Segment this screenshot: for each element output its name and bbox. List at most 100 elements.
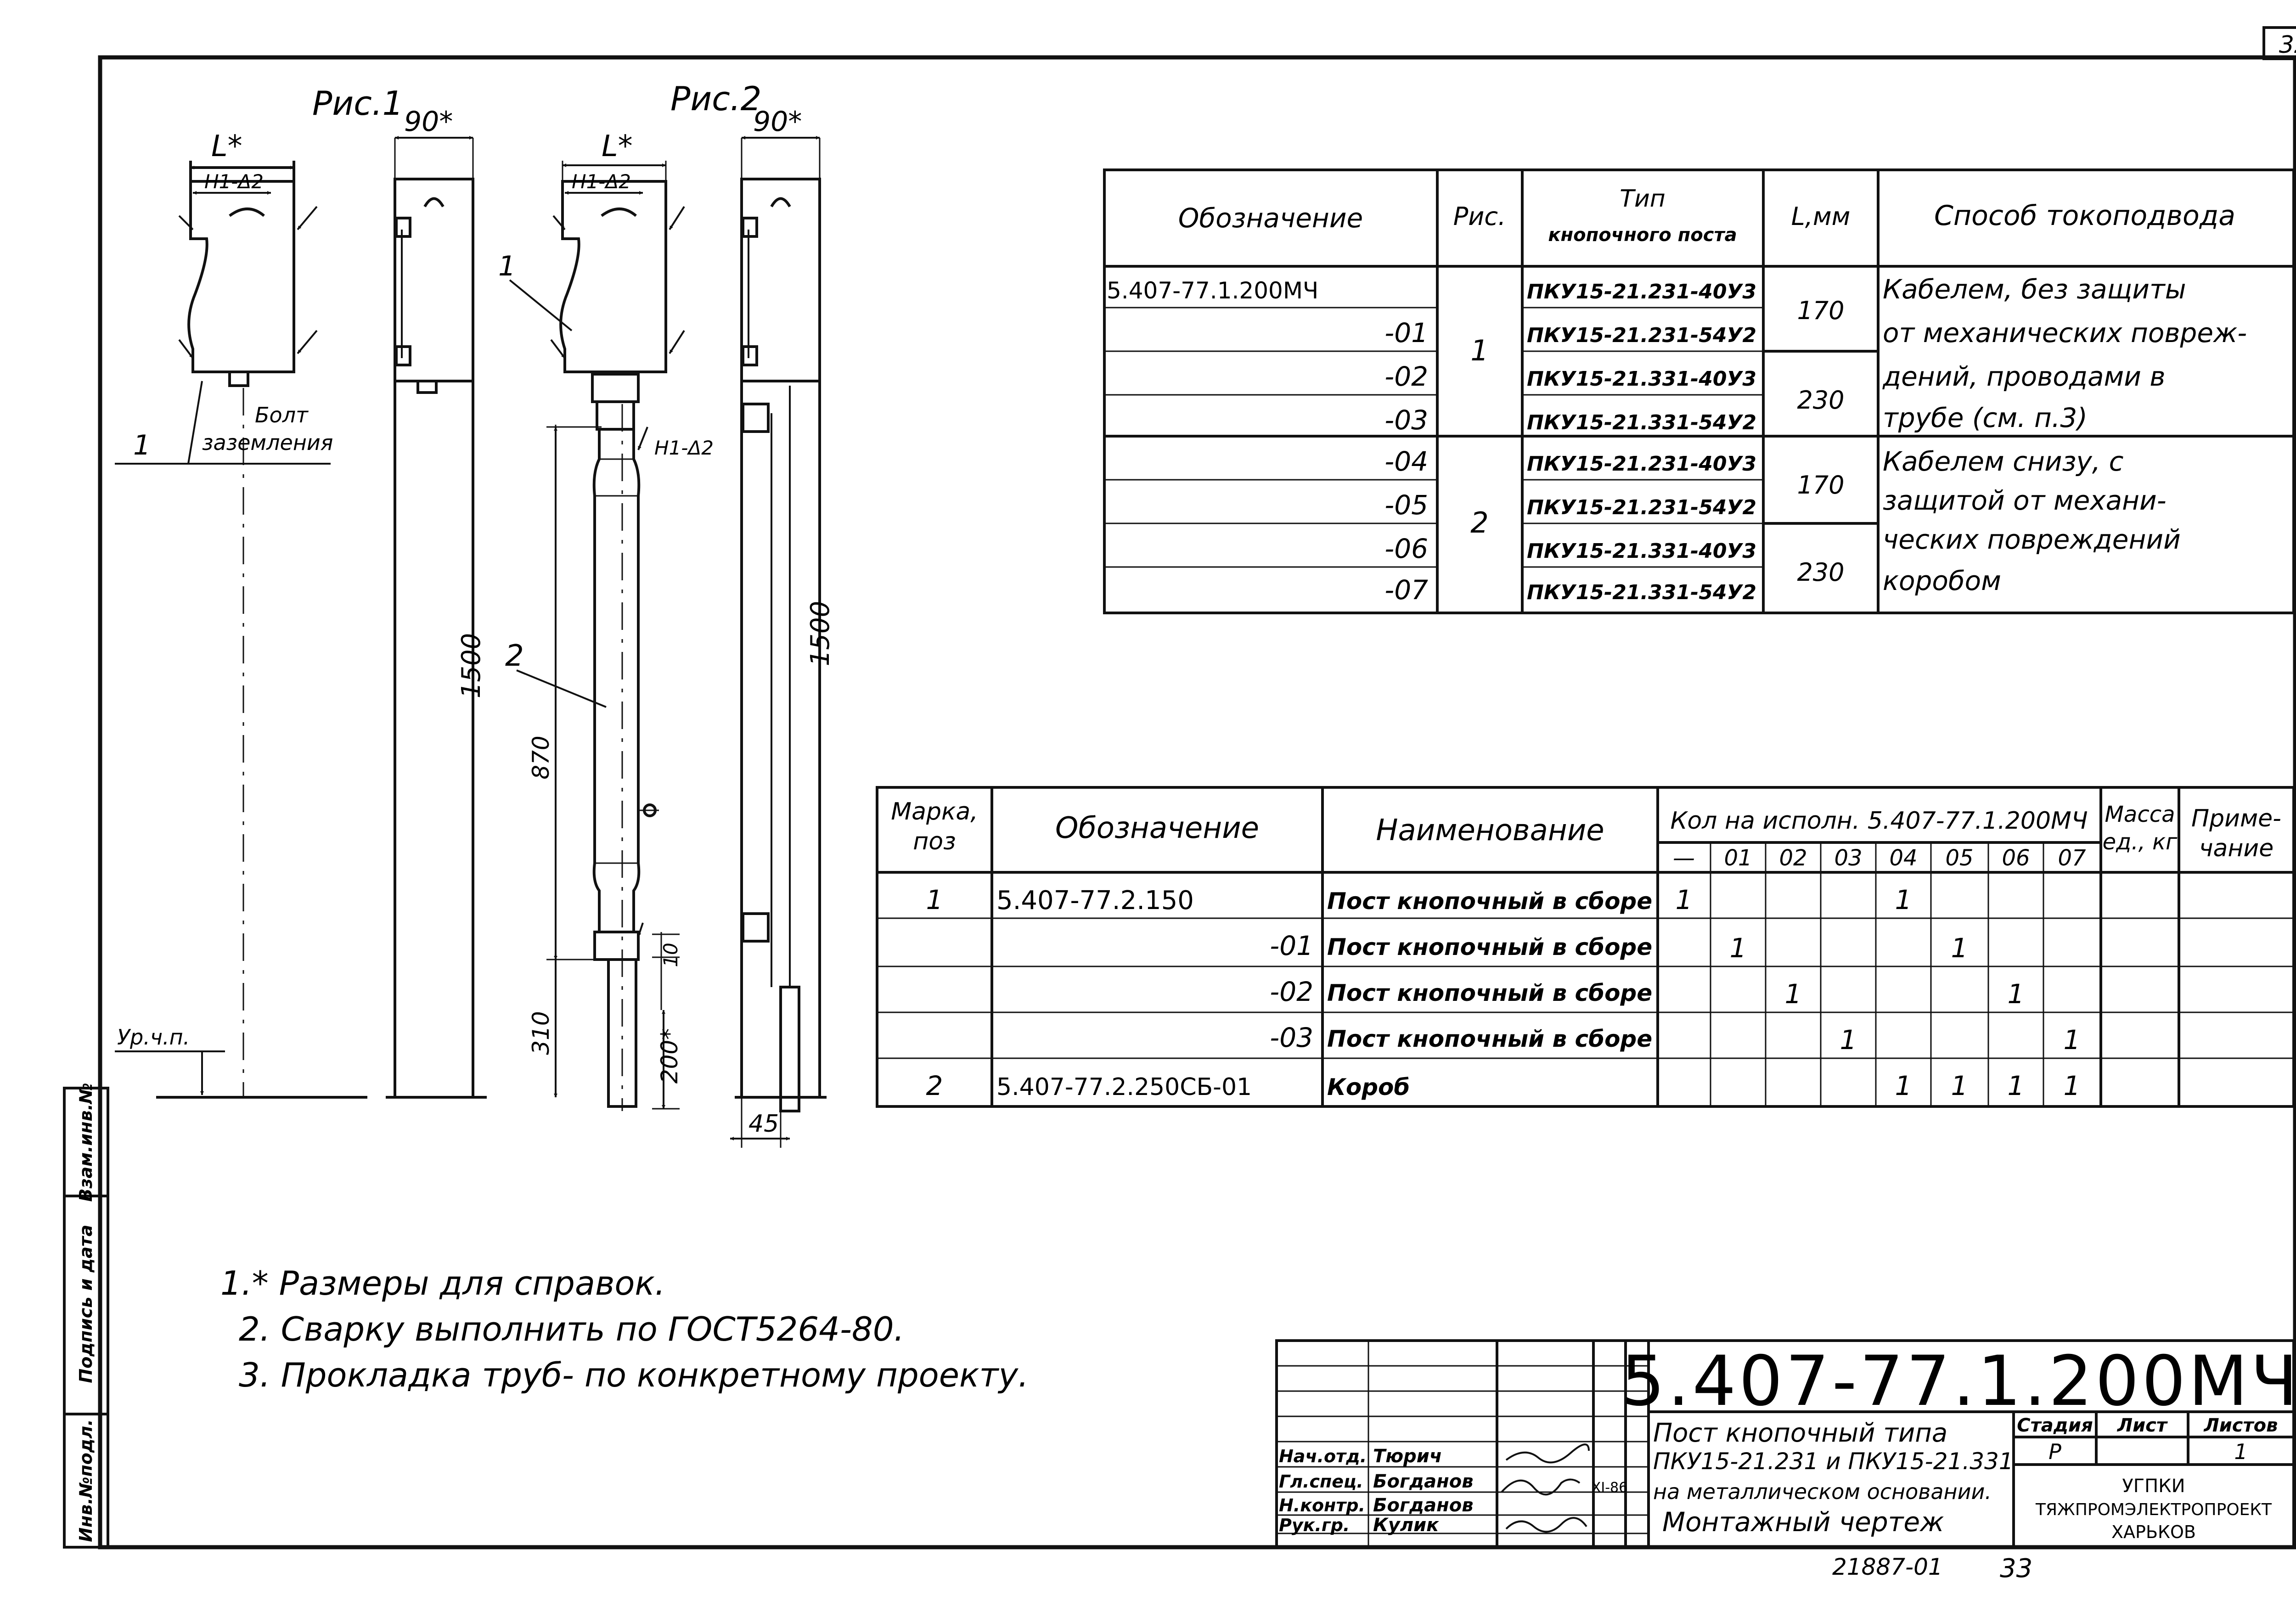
title-code: 5.407-77.1.200МЧ xyxy=(1621,1342,2296,1421)
qty-cell: 1 xyxy=(1840,1024,1857,1055)
footer-page-number: 33 xyxy=(2000,1554,2032,1583)
st-row-0-name: Пост кнопочный в сборе xyxy=(1327,888,1652,915)
vt-header-type-2: кнопочного поста xyxy=(1548,225,1737,246)
fig2-dim-h1-top: H1-Δ2 xyxy=(572,170,631,193)
st-qty-col-6: 06 xyxy=(2002,845,2030,871)
title-role-3: Рук.гр. xyxy=(1279,1515,1350,1535)
st-qty-col-5: 05 xyxy=(1945,845,1973,871)
st-header-note-2: чание xyxy=(2199,835,2273,862)
st-row-4-designation: 5.407-77.2.250СБ-01 xyxy=(996,1073,1252,1101)
fig2-dim-L: L* xyxy=(602,129,633,163)
vt-row-4-type: ПКУ15-21.231-40У3 xyxy=(1527,452,1756,476)
bolt-label-2: заземления xyxy=(202,430,333,455)
fig1-dim-1500: 1500 xyxy=(456,633,486,699)
title-org-0: УГПКИ xyxy=(2122,1476,2185,1497)
vt-row-2-designation: -02 xyxy=(1384,361,1428,392)
st-row-1-designation: -01 xyxy=(1270,930,1313,961)
spec-table: Марка, поз Обозначение Наименование Кол … xyxy=(876,786,2295,1108)
fig2-dim-90: 90* xyxy=(753,106,802,138)
vt-row-6-type: ПКУ15-21.331-40У3 xyxy=(1527,539,1756,563)
variants-table: Обозначение Рис. Тип кнопочного поста L,… xyxy=(1103,168,2295,614)
side-stamp-sign: Подпись и дата xyxy=(76,1224,96,1383)
sheet-number-box xyxy=(2262,26,2296,60)
vt-supply-2-line-3: коробом xyxy=(1883,565,2001,596)
spec-qty-cells: 1 1 1 1 1 1 1 1 1 1 1 1 xyxy=(1676,884,2081,1101)
st-row-4-mark: 2 xyxy=(926,1070,943,1101)
side-stamp-labels: Инв.№подл. Подпись и дата Взам.инв.№ xyxy=(76,1083,96,1542)
vt-supply-1-line-1: от механических повреж- xyxy=(1883,317,2247,348)
vt-row-2-type: ПКУ15-21.331-40У3 xyxy=(1527,367,1756,391)
st-row-2-designation: -02 xyxy=(1270,976,1313,1007)
fig1-dim-90: 90* xyxy=(404,106,453,138)
vt-row-1-designation: -01 xyxy=(1384,317,1428,348)
title-name-1: Богданов xyxy=(1373,1471,1474,1492)
vt-fig-1: 1 xyxy=(1470,334,1488,367)
fig1-dim-L: L* xyxy=(211,129,242,163)
st-header-note-1: Приме- xyxy=(2191,805,2281,832)
qty-cell: 1 xyxy=(1951,932,1968,964)
title-stage-label: Стадия xyxy=(2017,1415,2093,1436)
vt-supply-1-line-2: дений, проводами в xyxy=(1882,361,2166,392)
footer: 21887-01 33 xyxy=(1832,1554,2032,1583)
title-sheets-value: 1 xyxy=(2234,1439,2247,1464)
vt-row-3-designation: -03 xyxy=(1384,404,1428,436)
title-block: 5.407-77.1.200МЧ Пост кнопочный типа ПКУ… xyxy=(1275,1339,2296,1549)
figure-1: Рис.1 L* H1-Δ2 1 xyxy=(115,84,487,1099)
note-1: 1.* Размеры для справок. xyxy=(220,1264,665,1302)
fig2-callout-1-leader xyxy=(509,279,573,331)
qty-cell: 1 xyxy=(1785,978,1802,1010)
st-row-3-name: Пост кнопочный в сборе xyxy=(1327,1026,1652,1052)
title-sheets-label: Листов xyxy=(2204,1415,2278,1436)
st-row-3-designation: -03 xyxy=(1270,1022,1313,1053)
vt-row-4-designation: -04 xyxy=(1384,446,1428,477)
vt-row-0-type: ПКУ15-21.231-40У3 xyxy=(1527,280,1756,303)
footer-archive-number: 21887-01 xyxy=(1832,1554,1943,1580)
vt-row-7-type: ПКУ15-21.331-54У2 xyxy=(1527,581,1756,604)
vt-row-5-type: ПКУ15-21.231-54У2 xyxy=(1527,496,1756,519)
fig2-callout-1: 1 xyxy=(498,250,516,282)
st-row-0-mark: 1 xyxy=(926,884,943,915)
side-stamp-inv: Инв.№подл. xyxy=(76,1419,96,1542)
st-qty-col-3: 03 xyxy=(1834,845,1862,871)
fig1-callout-1: 1 xyxy=(133,429,151,461)
qty-cell: 1 xyxy=(1730,932,1747,964)
notes: 1.* Размеры для справок. 2. Сварку выпол… xyxy=(220,1264,1029,1394)
st-header-mark-1: Марка, xyxy=(891,798,978,825)
title-desc-0: Пост кнопочный типа xyxy=(1653,1418,1947,1448)
title-desc-2: на металлическом основании. xyxy=(1653,1479,1992,1504)
vt-row-7-designation: -07 xyxy=(1384,574,1428,606)
vt-supply-1-line-0: Кабелем, без защиты xyxy=(1883,274,2186,305)
vt-row-6-designation: -06 xyxy=(1384,533,1428,564)
fig2-dim-45: 45 xyxy=(748,1110,779,1138)
vt-row-3-type: ПКУ15-21.331-54У2 xyxy=(1527,411,1756,434)
qty-cell: 1 xyxy=(1895,1070,1912,1101)
note-3: 3. Прокладка труб- по конкретному проект… xyxy=(239,1356,1029,1394)
title-name-2: Богданов xyxy=(1373,1495,1474,1516)
st-row-1-name: Пост кнопочный в сборе xyxy=(1327,934,1652,960)
vt-fig-2: 2 xyxy=(1470,506,1488,539)
vt-length-1: 230 xyxy=(1797,386,1844,415)
sheet-number: 32 xyxy=(2279,31,2296,59)
fig2-dim-200: 200* xyxy=(656,1028,683,1084)
st-qty-col-2: 02 xyxy=(1779,845,1807,871)
bolt-label-1: Болт xyxy=(255,403,309,427)
vt-length-3: 230 xyxy=(1797,558,1844,587)
title-org-1: ТЯЖПРОМЭЛЕКТРОПРОЕКТ xyxy=(2035,1500,2272,1519)
side-stamp xyxy=(63,1087,109,1549)
st-header-qty: Кол на исполн. 5.407-77.1.200МЧ xyxy=(1670,807,2088,835)
signatures xyxy=(1501,1443,1590,1533)
vt-length-2: 170 xyxy=(1797,471,1844,500)
qty-cell: 1 xyxy=(2008,1070,2025,1101)
st-qty-col-4: 04 xyxy=(1889,845,1917,871)
vt-header-fig: Рис. xyxy=(1453,202,1506,231)
qty-cell: 1 xyxy=(1676,884,1693,915)
title-desc-1: ПКУ15-21.231 и ПКУ15-21.331 xyxy=(1653,1448,2014,1475)
title-name-0: Тюрич xyxy=(1373,1446,1442,1467)
side-stamp-repl: Взам.инв.№ xyxy=(76,1083,96,1201)
vt-row-0-designation: 5.407-77.1.200МЧ xyxy=(1107,277,1318,304)
st-row-0-designation: 5.407-77.2.150 xyxy=(996,886,1194,915)
title-stage-value: Р xyxy=(2048,1439,2061,1464)
fig2-dim-1500: 1500 xyxy=(805,601,835,667)
qty-cell: 1 xyxy=(2064,1070,2081,1101)
